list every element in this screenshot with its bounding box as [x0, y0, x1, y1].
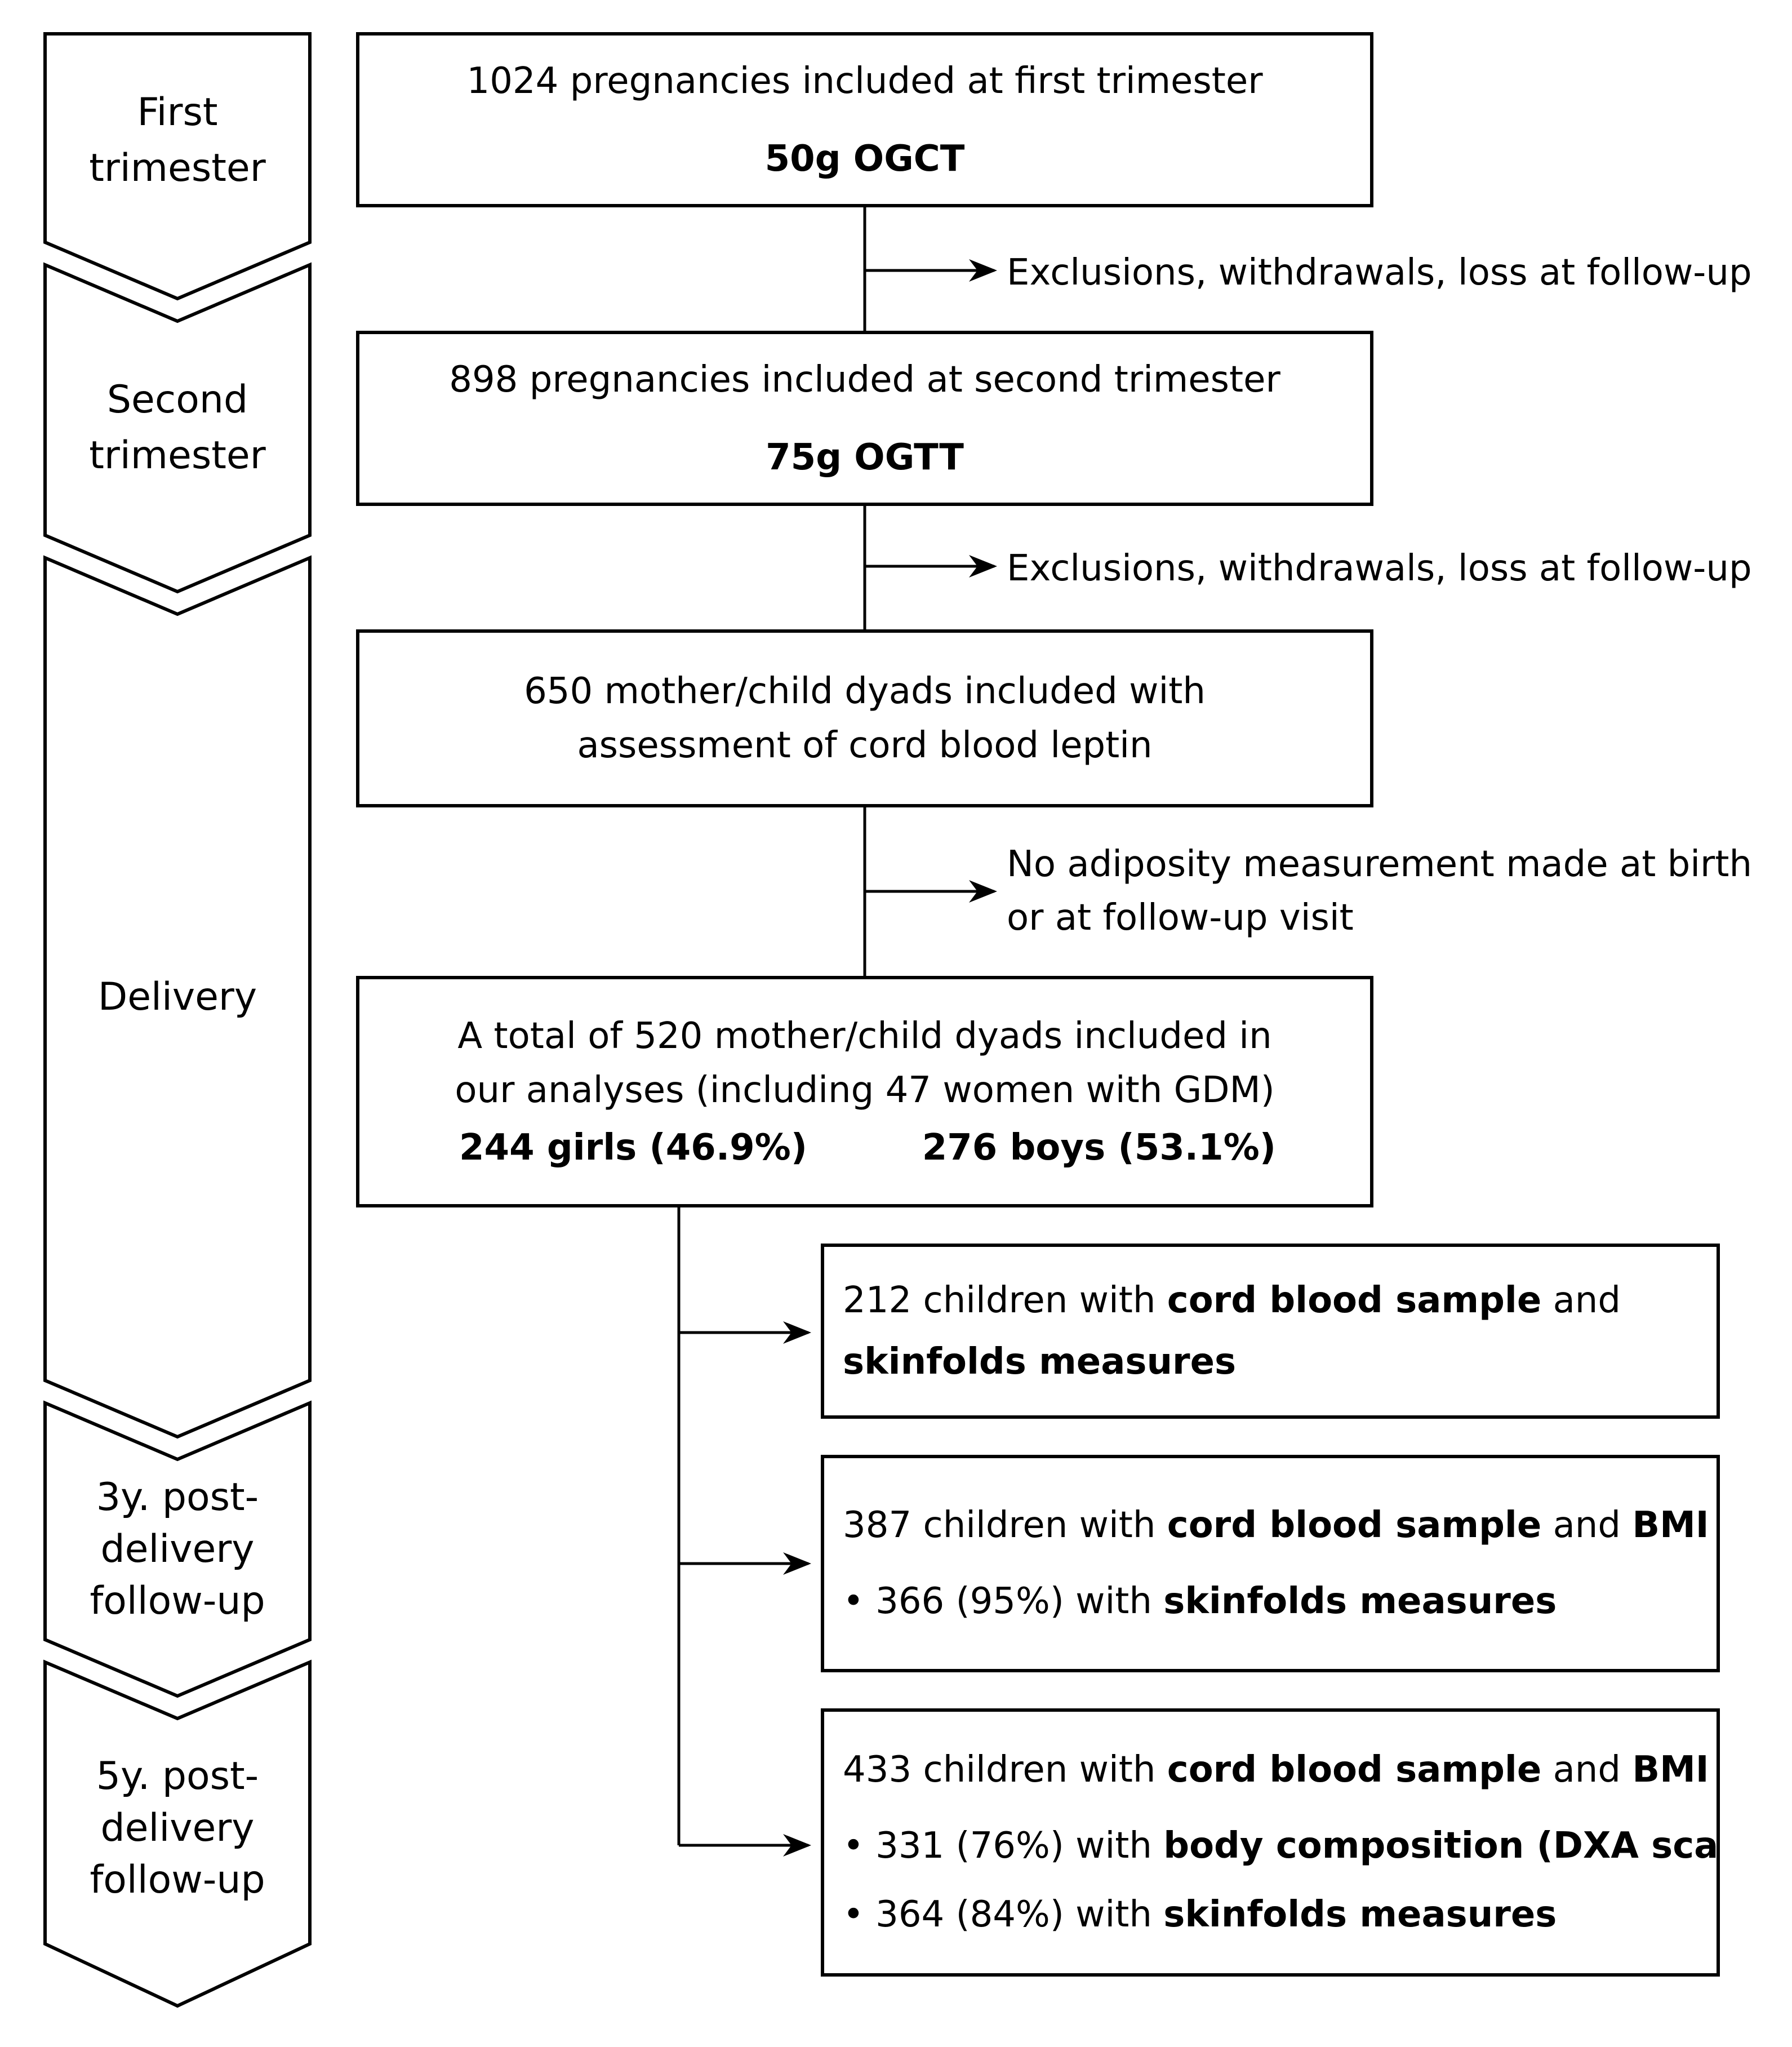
box-outcome-birth: 212 children with cord blood sample and … [821, 1244, 1720, 1419]
outcome-line: 433 children with cord blood sample and … [843, 1748, 1709, 1791]
test-label: 50g OGCT [764, 137, 965, 180]
box-outcome-3y: 387 children with cord blood sample and … [821, 1455, 1720, 1672]
stage-label-line: delivery [100, 1806, 255, 1851]
stage-label-line: First [137, 90, 218, 135]
box-cord-blood-leptin: 650 mother/child dyads included with ass… [356, 629, 1373, 807]
boys-count: 276 boys (53.1%) [922, 1126, 1276, 1169]
stage-chevron-first-trimester: First trimester [43, 32, 312, 301]
outcome-line: 212 children with cord blood sample and [843, 1279, 1621, 1321]
stage-chevron-second-trimester: Second trimester [43, 262, 312, 594]
outcome-line: skinfolds measures [843, 1340, 1237, 1383]
box-first-trimester: 1024 pregnancies included at first trime… [356, 32, 1373, 207]
stage-label-line: Second [106, 378, 248, 423]
box-text: 1024 pregnancies included at first trime… [466, 60, 1263, 102]
exclusion-label: Exclusions, withdrawals, loss at follow-… [1007, 252, 1752, 294]
exclusion-label: Exclusions, withdrawals, loss at follow-… [1007, 548, 1752, 589]
box-outcome-5y: 433 children with cord blood sample and … [821, 1708, 1720, 1977]
outcome-bullet: • 366 (95%) with skinfolds measures [843, 1580, 1557, 1622]
box-text: our analyses (including 47 women with GD… [455, 1069, 1275, 1111]
box-second-trimester: 898 pregnancies included at second trime… [356, 331, 1373, 506]
outcome-bullet: • 364 (84%) with skinfolds measures [843, 1894, 1557, 1936]
outcome-line: 387 children with cord blood sample and … [843, 1504, 1709, 1547]
box-text: assessment of cord blood leptin [577, 725, 1153, 766]
stage-chevron-3y-follow-up: 3y. post- delivery follow-up [43, 1400, 312, 1698]
stage-label-line: delivery [100, 1527, 255, 1572]
exclusion-label: No adiposity measurement made at birth [1007, 843, 1752, 885]
box-analyses-total: A total of 520 mother/child dyads includ… [356, 976, 1373, 1207]
box-text: A total of 520 mother/child dyads includ… [457, 1015, 1272, 1057]
stage-label-line: 5y. post- [96, 1754, 259, 1799]
stage-label-line: 3y. post- [96, 1475, 259, 1520]
box-text: 898 pregnancies included at second trime… [449, 358, 1280, 401]
outcome-bullet: • 331 (76%) with body composition (DXA s… [843, 1824, 1718, 1867]
stage-label-line: trimester [89, 146, 266, 190]
stage-label-line: trimester [89, 433, 266, 478]
girls-count: 244 girls (46.9%) [459, 1126, 808, 1169]
stage-label-line: follow-up [90, 1578, 265, 1623]
exclusion-label: or at follow-up visit [1007, 897, 1354, 939]
stage-chevron-delivery: Delivery [43, 555, 312, 1439]
stage-label-line: follow-up [90, 1857, 265, 1902]
stage-chevron-5y-follow-up: 5y. post- delivery follow-up [43, 1659, 312, 2008]
stage-label-line: Delivery [97, 974, 257, 1019]
test-label: 75g OGTT [766, 436, 964, 478]
box-text: 650 mother/child dyads included with [524, 671, 1206, 712]
